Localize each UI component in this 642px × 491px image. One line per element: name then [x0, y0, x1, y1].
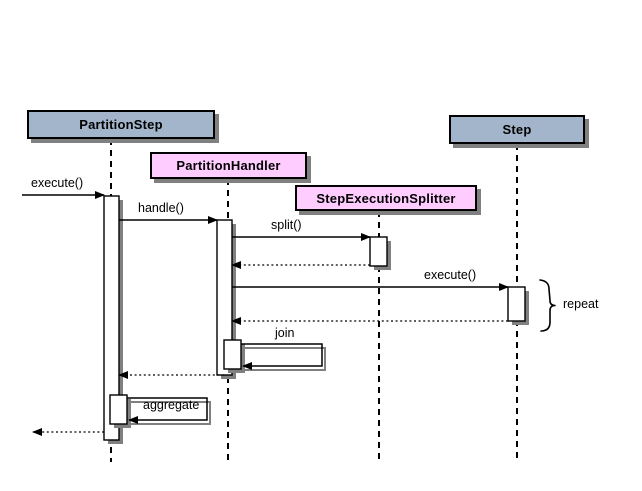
participant-stepExecutionSplitter[interactable]: StepExecutionSplitter — [295, 185, 477, 211]
act-partitionstep — [103, 195, 120, 441]
act-partitionhandler — [216, 219, 233, 376]
participant-label: PartitionHandler — [176, 158, 281, 173]
msg-execute-entry-label: execute() — [31, 176, 84, 190]
participant-label: StepExecutionSplitter — [316, 190, 456, 206]
self-join — [241, 343, 323, 370]
act-aggregate-nested — [109, 394, 128, 425]
participant-partitionHandler[interactable]: PartitionHandler — [150, 152, 307, 179]
participant-label: Step — [502, 122, 532, 137]
msg-handle-label: handle() — [138, 201, 184, 215]
self-aggregate-shadow — [130, 401, 211, 425]
self-join-label: join — [275, 326, 295, 340]
messages-group — [22, 191, 509, 436]
self-join-shadow — [244, 347, 326, 371]
act-splitter — [369, 236, 388, 267]
act-join-nested — [223, 339, 242, 370]
repeat-brace — [539, 279, 556, 332]
self-messages-group — [127, 343, 326, 425]
self-aggregate — [127, 397, 208, 424]
participant-step[interactable]: Step — [449, 115, 585, 144]
msg-execute-step-label: execute() — [424, 268, 477, 282]
self-aggregate-label: aggregate — [143, 398, 200, 412]
act-step — [507, 286, 526, 322]
participant-label: PartitionStep — [79, 117, 163, 132]
msg-split-label: split() — [271, 218, 302, 232]
activations-group — [103, 195, 529, 444]
repeat-brace-label: repeat — [563, 297, 599, 311]
annotations-group — [539, 279, 556, 332]
participant-partitionStep[interactable]: PartitionStep — [27, 110, 215, 139]
